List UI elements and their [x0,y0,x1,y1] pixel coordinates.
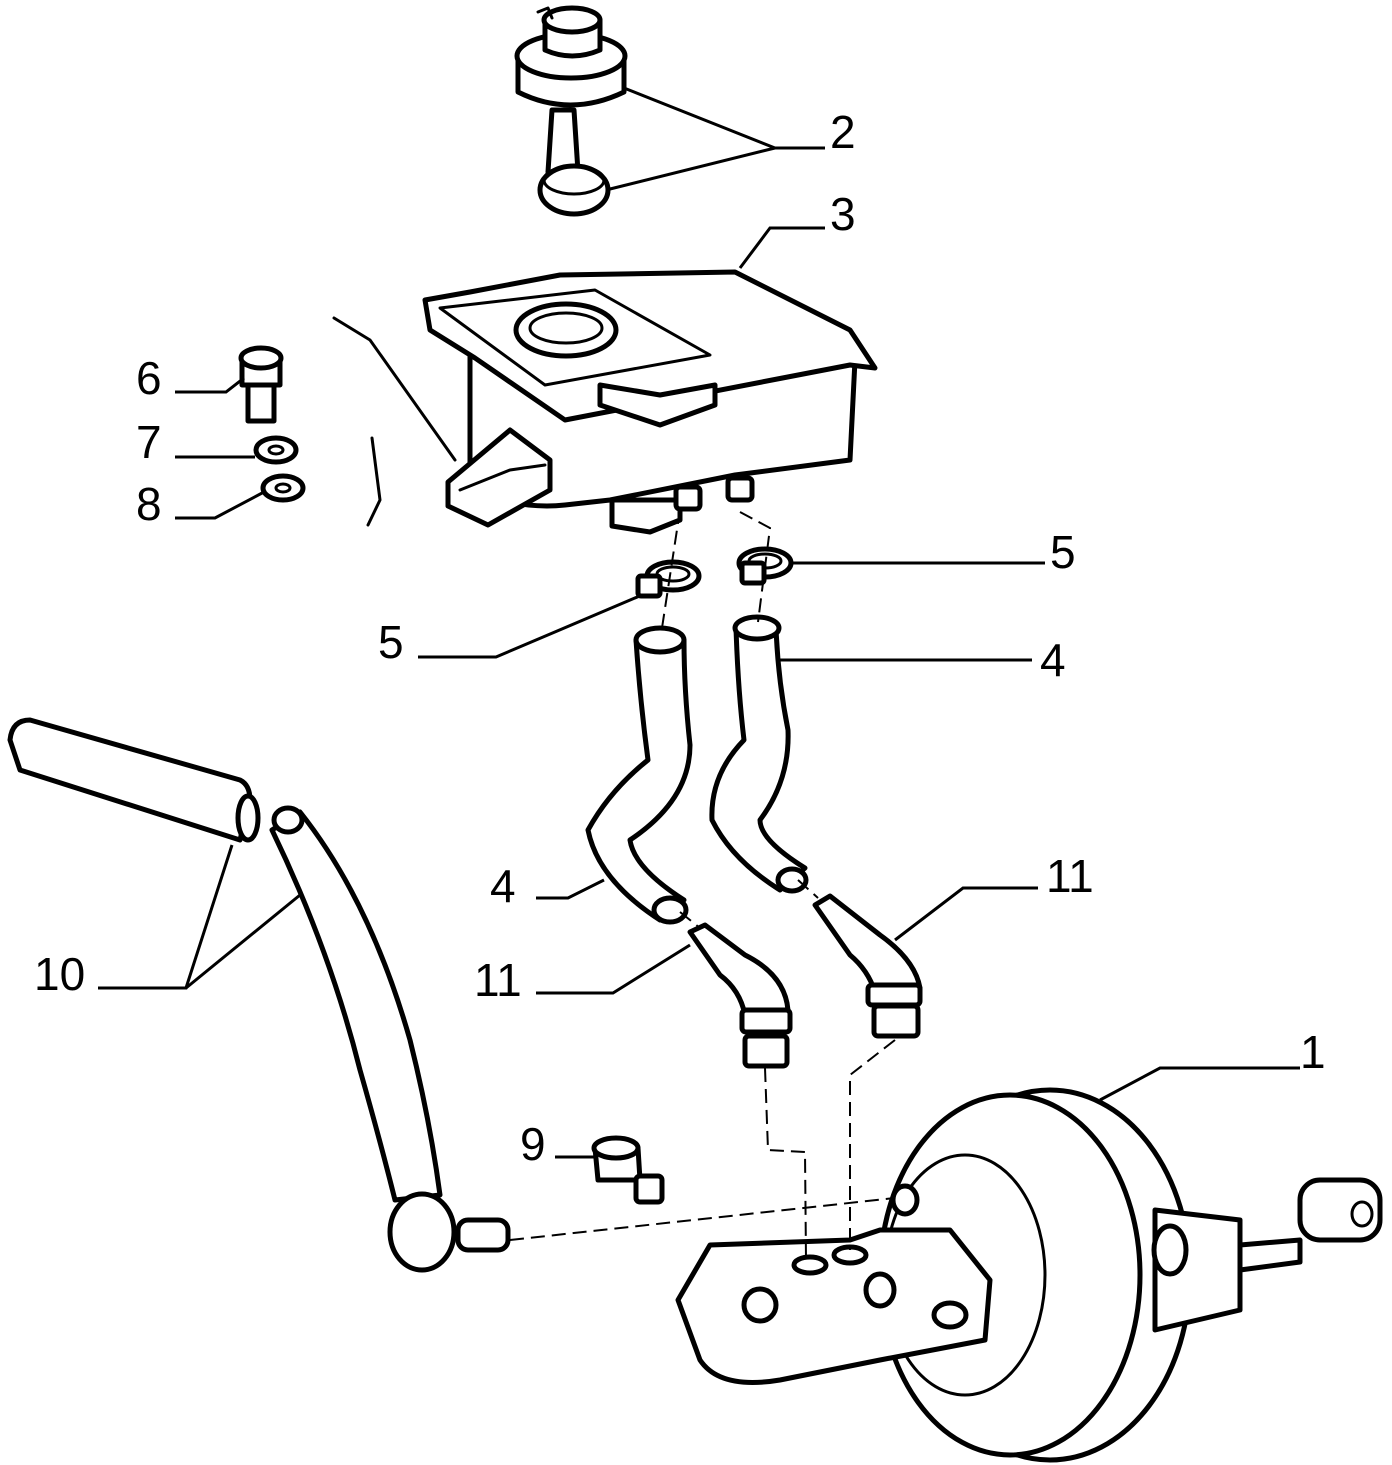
elbow-fitting-left [687,922,793,1069]
callout-labels: 1 2 3 4 4 5 5 6 7 8 9 10 11 11 [34,106,1326,1170]
callout-7: 7 [136,416,162,468]
callout-4-left: 4 [490,860,516,912]
brake-servo-master-cylinder [675,1087,1383,1463]
leader-lines [98,86,1300,1159]
feed-hose-left [585,625,693,925]
callout-5-left: 5 [378,616,404,668]
reservoir-cap-with-float [514,5,628,217]
fixing-bolt [238,345,284,424]
callout-2: 2 [830,106,856,158]
callout-1: 1 [1300,1026,1326,1078]
callout-6: 6 [136,352,162,404]
callout-11-right: 11 [1046,850,1094,902]
callout-4-right: 4 [1040,634,1066,686]
hose-clip-left [635,559,702,599]
elbow-fitting-right [812,893,923,1039]
callout-11-left: 11 [474,954,522,1006]
callout-3: 3 [830,188,856,240]
brake-fluid-reservoir [332,269,878,535]
assembly-lines [509,509,896,1261]
callout-10: 10 [34,948,85,1000]
callout-5-right: 5 [1050,526,1076,578]
vacuum-hose [7,717,511,1273]
callout-9: 9 [520,1118,546,1170]
feed-hose-right [709,614,809,894]
check-valve [591,1135,665,1205]
flat-washer [260,473,306,503]
spring-washer [253,435,299,465]
callout-8: 8 [136,478,162,530]
